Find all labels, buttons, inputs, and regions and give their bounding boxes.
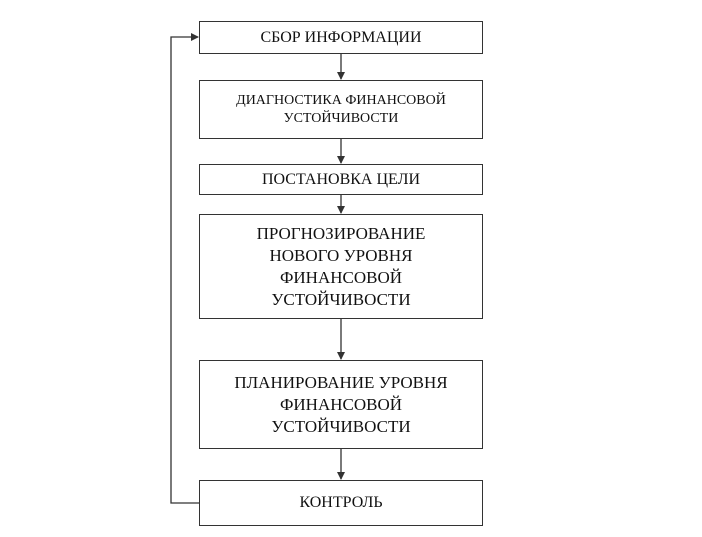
- step-label: ПОСТАНОВКА ЦЕЛИ: [261, 170, 421, 188]
- step-label: ДИАГНОСТИКА ФИНАНСОВОЙ УСТОЙЧИВОСТИ: [236, 92, 446, 126]
- step-financial-stability-diagnostics: ДИАГНОСТИКА ФИНАНСОВОЙ УСТОЙЧИВОСТИ: [199, 80, 483, 139]
- step-information-gathering: СБОР ИНФОРМАЦИИ: [199, 21, 483, 54]
- step-label: КОНТРОЛЬ: [299, 494, 383, 511]
- step-planning: ПЛАНИРОВАНИЕ УРОВНЯ ФИНАНСОВОЙ УСТОЙЧИВО…: [199, 360, 483, 449]
- step-label: СБОР ИНФОРМАЦИИ: [260, 28, 422, 46]
- step-label: ПРОГНОЗИРОВАНИЕ НОВОГО УРОВНЯ ФИНАНСОВОЙ…: [256, 223, 426, 309]
- step-label: ПЛАНИРОВАНИЕ УРОВНЯ ФИНАНСОВОЙ УСТОЙЧИВО…: [234, 372, 448, 436]
- step-goal-setting: ПОСТАНОВКА ЦЕЛИ: [199, 164, 483, 195]
- step-control: КОНТРОЛЬ: [199, 480, 483, 526]
- feedback-loop-arrow: [170, 33, 199, 504]
- step-forecasting: ПРОГНОЗИРОВАНИЕ НОВОГО УРОВНЯ ФИНАНСОВОЙ…: [199, 214, 483, 319]
